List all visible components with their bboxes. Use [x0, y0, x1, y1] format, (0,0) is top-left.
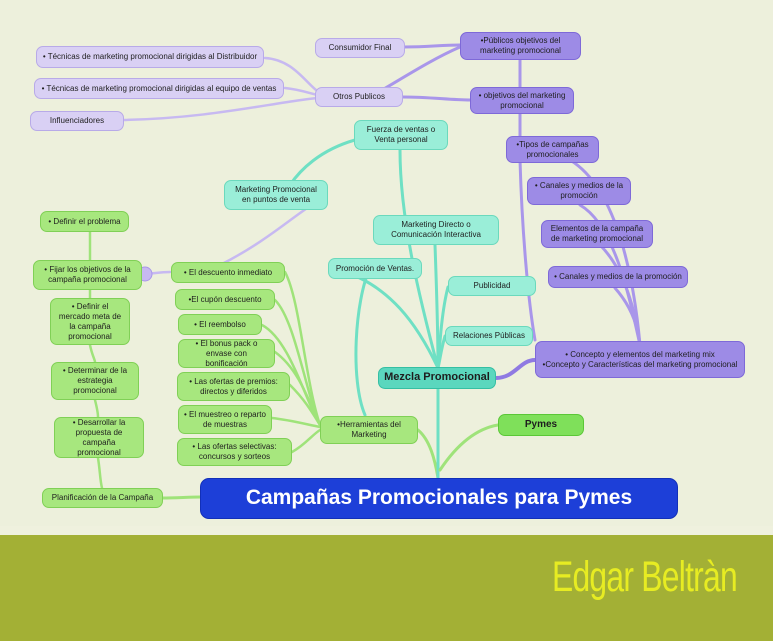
connector: [416, 428, 440, 480]
node-reembolso[interactable]: • El reembolso: [178, 314, 262, 335]
node-mezcla-promocional[interactable]: Mezcla Promocional: [378, 367, 496, 389]
node-herramientas-marketing[interactable]: •Herramientas del Marketing: [320, 416, 418, 444]
node-cupon-descuento[interactable]: •El cupón descuento: [175, 289, 275, 310]
node-pymes[interactable]: Pymes: [498, 414, 584, 436]
connector: [438, 423, 500, 472]
node-muestreo[interactable]: • El muestreo o reparto de muestras: [178, 405, 272, 434]
node-determinar-estrategia[interactable]: • Determinar de la estrategia promociona…: [51, 362, 139, 400]
node-otros-publicos[interactable]: Otros Publicos: [315, 87, 403, 107]
node-influenciadores[interactable]: Influenciadores: [30, 111, 124, 131]
node-descuento-inmediato[interactable]: • El descuento inmediato: [171, 262, 285, 283]
mindmap-area: • Técnicas de marketing promocional diri…: [30, 32, 745, 519]
connector: [613, 286, 642, 347]
node-publicos-objetivos[interactable]: •Públicos objetivos del marketing promoc…: [460, 32, 581, 60]
connector: [328, 266, 440, 370]
node-canales-medios-1[interactable]: • Canales y medios de la promoción: [527, 177, 631, 205]
connector: [288, 383, 322, 427]
connector: [121, 95, 332, 122]
node-publicidad[interactable]: Publicidad: [448, 276, 536, 296]
node-relaciones-publicas[interactable]: Relaciones Públicas: [445, 326, 533, 346]
node-desarrollar-propuesta[interactable]: • Desarrollar la propuesta de campaña pr…: [54, 417, 144, 458]
connector: [161, 495, 202, 500]
node-concepto-elementos[interactable]: • Concepto y elementos del marketing mix…: [535, 341, 745, 378]
node-ofertas-premios[interactable]: • Las ofertas de premios: directos y dif…: [177, 372, 290, 401]
connector: [401, 95, 472, 102]
connector: [93, 398, 100, 419]
node-tecnicas-distribuidor[interactable]: • Técnicas de marketing promocional diri…: [36, 46, 264, 68]
map-title[interactable]: Campañas Promocionales para Pymes: [200, 478, 678, 519]
node-bonus-pack[interactable]: • El bonus pack o envase con bonificació…: [178, 339, 275, 368]
node-promocion-ventas[interactable]: Promoción de Ventas.: [328, 258, 422, 279]
connector: [354, 266, 372, 417]
node-fijar-objetivos[interactable]: • Fijar los objetivos de la campaña prom…: [33, 260, 142, 290]
node-definir-problema[interactable]: • Definir el problema: [40, 211, 129, 232]
node-marketing-directo[interactable]: Marketing Directo o Comunicación Interac…: [373, 215, 499, 245]
connector: [494, 358, 537, 380]
connector: [283, 270, 322, 427]
node-tipos-campanas[interactable]: •Tipos de campañas promocionales: [506, 136, 599, 163]
connector: [288, 138, 357, 187]
node-canales-medios-2[interactable]: • Canales y medios de la promoción: [548, 266, 688, 288]
node-definir-mercado[interactable]: • Definir el mercado meta de la campaña …: [50, 298, 130, 345]
connector: [436, 334, 447, 370]
node-consumidor-final[interactable]: Consumidor Final: [315, 38, 405, 58]
node-objetivos-marketing[interactable]: • objetivos del marketing promocional: [470, 87, 574, 114]
node-fuerza-ventas[interactable]: Fuerza de ventas o Venta personal: [354, 120, 448, 150]
node-ofertas-selectivas[interactable]: • Las ofertas selectivas: concursos y so…: [177, 438, 292, 466]
node-planificacion-campana[interactable]: Planificación de la Campaña: [42, 488, 163, 508]
node-tecnicas-equipo-ventas[interactable]: • Técnicas de marketing promocional diri…: [34, 78, 284, 99]
connector: [88, 343, 97, 364]
footer-banner: [0, 535, 773, 641]
node-elementos-campana[interactable]: Elementos de la campaña de marketing pro…: [541, 220, 653, 248]
author-signature: Edgar Beltràn: [552, 553, 738, 601]
connector: [518, 158, 537, 342]
connector: [96, 456, 104, 490]
connector: [290, 428, 322, 454]
node-marketing-puntos-venta[interactable]: Marketing Promocional en puntos de venta: [224, 180, 328, 210]
connector: [270, 416, 322, 429]
connector: [433, 243, 440, 370]
connector: [402, 43, 462, 49]
